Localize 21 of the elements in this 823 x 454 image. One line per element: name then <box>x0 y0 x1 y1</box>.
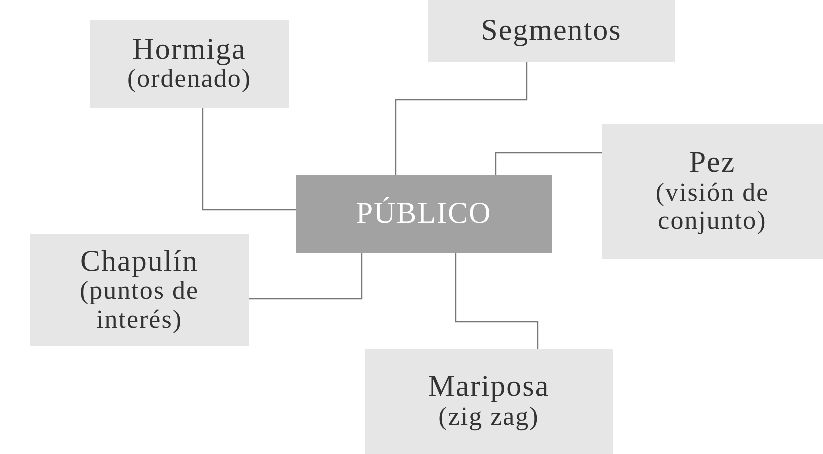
category-box <box>428 0 675 62</box>
connector-line <box>455 253 539 349</box>
node-title: Chapulín <box>80 246 198 278</box>
connector-line <box>395 62 528 175</box>
node-subtitle: (zig zag) <box>438 402 540 432</box>
node-title: Hormiga <box>132 34 246 66</box>
category-box <box>30 234 249 346</box>
node-title: Segmentos <box>481 15 622 47</box>
connector-line <box>202 108 296 211</box>
connector-line <box>249 253 363 300</box>
node-title: Pez <box>689 147 736 179</box>
category-box <box>90 20 289 108</box>
node-subtitle: (puntos de interés) <box>78 277 200 334</box>
category-box <box>602 124 823 259</box>
node-subtitle: (visión de conjunto) <box>654 178 770 236</box>
category-box <box>365 349 613 454</box>
connector-line <box>495 152 602 175</box>
central-box <box>296 175 552 253</box>
node-title: PÚBLICO <box>356 198 492 230</box>
node-title: Mariposa <box>428 371 550 403</box>
node-subtitle: (ordenado) <box>127 65 252 94</box>
